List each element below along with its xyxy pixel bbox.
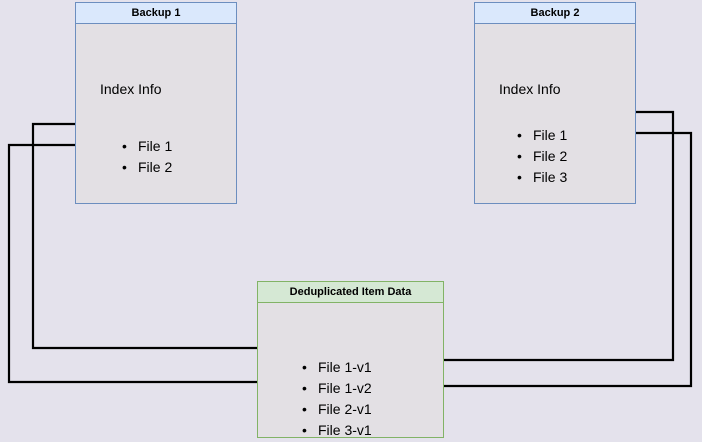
list-item: File 2 — [517, 146, 567, 167]
list-item: File 1 — [517, 125, 567, 146]
list-item: File 3-v1 — [302, 420, 372, 441]
deduplicated-item-data-box: Deduplicated Item Data File 1-v1 File 1-… — [257, 281, 444, 441]
backup-1-header: Backup 1 — [76, 3, 236, 24]
backup-1-file-list: File 1 File 2 — [122, 136, 172, 178]
backup-1-index-info-label: Index Info — [100, 81, 162, 97]
list-item: File 2-v1 — [302, 399, 372, 420]
backup-2-body: Index Info File 1 File 2 File 3 — [475, 24, 635, 203]
list-item: File 2 — [122, 157, 172, 178]
backup-2-index-info-label: Index Info — [499, 81, 561, 97]
list-item: File 1-v1 — [302, 357, 372, 378]
backup-2-file-list: File 1 File 2 File 3 — [517, 125, 567, 188]
deduplicated-item-list: File 1-v1 File 1-v2 File 2-v1 File 3-v1 — [302, 357, 372, 441]
backup-1-box: Backup 1 Index Info File 1 File 2 — [75, 2, 237, 204]
list-item: File 3 — [517, 167, 567, 188]
list-item: File 1 — [122, 136, 172, 157]
deduplicated-item-data-body: File 1-v1 File 1-v2 File 2-v1 File 3-v1 — [258, 303, 443, 441]
deduplicated-item-data-header: Deduplicated Item Data — [258, 282, 443, 303]
list-item: File 1-v2 — [302, 378, 372, 399]
backup-2-box: Backup 2 Index Info File 1 File 2 File 3 — [474, 2, 636, 204]
backup-1-body: Index Info File 1 File 2 — [76, 24, 236, 203]
backup-2-header: Backup 2 — [475, 3, 635, 24]
